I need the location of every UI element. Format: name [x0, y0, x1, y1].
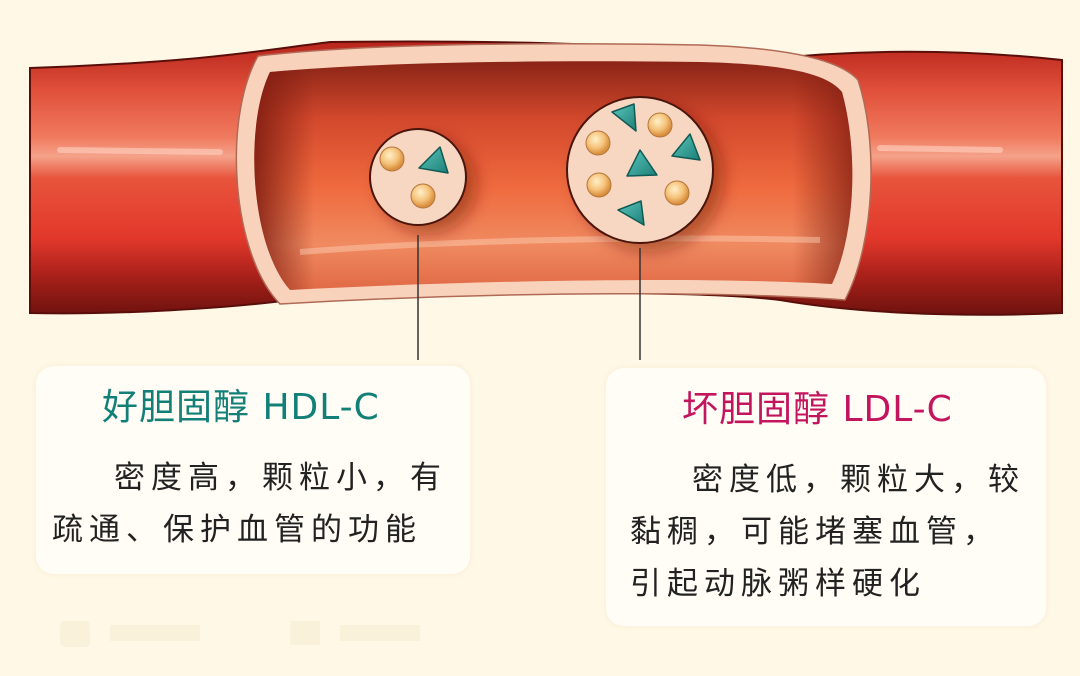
ldl-description-line: 黏稠，可能堵塞血管， — [630, 514, 1000, 550]
protein-triangle-icon — [671, 133, 701, 161]
hdl-title: 好胆固醇 HDL-C — [102, 387, 380, 428]
blood-vessel-illustration — [29, 40, 1063, 360]
lipid-sphere-icon — [664, 180, 690, 206]
hdl-description-line: 疏通、保护血管的功能 — [52, 512, 422, 548]
hdl-info-card: 好胆固醇 HDL-C 密度高，颗粒小，有 疏通、保护血管的功能 — [36, 366, 470, 574]
ldl-title: 坏胆固醇 LDL-C — [682, 389, 953, 430]
protein-triangle-icon — [611, 103, 637, 132]
ldl-description: 密度低，颗粒大，较 黏稠，可能堵塞血管， 引起动脉粥样硬化 — [630, 454, 1050, 610]
faint-watermark — [60, 621, 420, 647]
lipid-sphere-icon — [379, 146, 405, 172]
lipid-sphere-icon — [585, 130, 611, 156]
lipid-sphere-icon — [586, 172, 612, 198]
protein-triangle-icon — [626, 149, 658, 177]
ldl-description-line: 密度低，颗粒大，较 — [692, 462, 1025, 498]
hdl-description: 密度高，颗粒小，有 疏通、保护血管的功能 — [52, 452, 472, 556]
lipid-sphere-icon — [410, 183, 436, 209]
protein-triangle-icon — [418, 146, 449, 174]
hdl-particle — [369, 128, 467, 226]
ldl-contents — [585, 103, 701, 226]
ldl-description-line: 引起动脉粥样硬化 — [630, 566, 926, 602]
ldl-info-card: 坏胆固醇 LDL-C 密度低，颗粒大，较 黏稠，可能堵塞血管， 引起动脉粥样硬化 — [606, 368, 1046, 626]
hdl-contents — [379, 146, 449, 209]
protein-triangle-icon — [617, 200, 645, 226]
lipid-sphere-icon — [647, 112, 673, 138]
hdl-description-line: 密度高，颗粒小，有 — [114, 460, 447, 496]
